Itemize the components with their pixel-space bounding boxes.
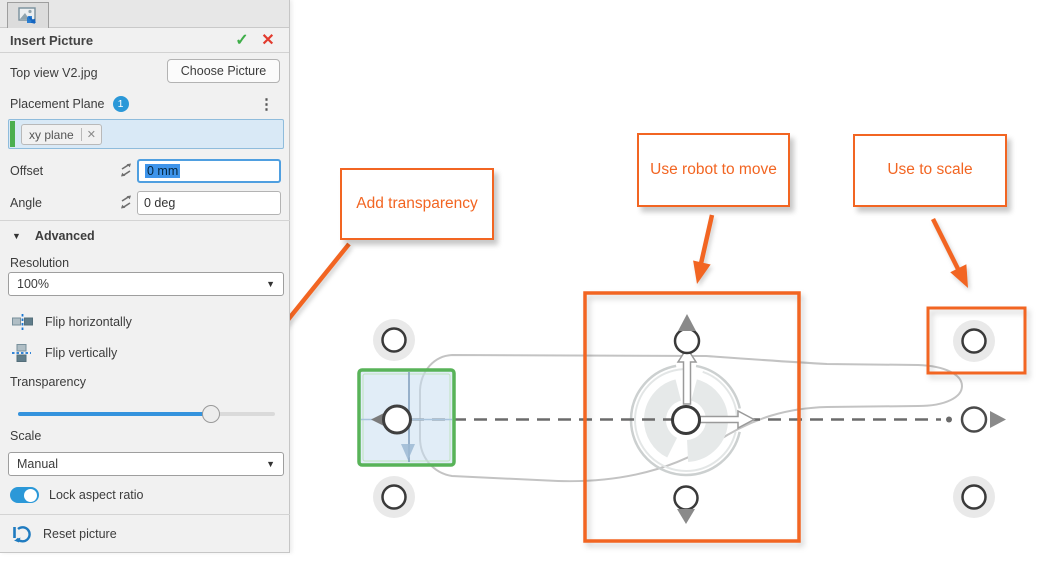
scale-label: Scale bbox=[10, 429, 42, 443]
flip-vertical-icon bbox=[12, 344, 31, 362]
robot-right-arrow[interactable] bbox=[699, 409, 756, 430]
divider bbox=[0, 220, 290, 221]
resolution-value: 100% bbox=[17, 277, 49, 291]
reset-picture-button[interactable]: Reset picture bbox=[12, 522, 117, 546]
caret-down-icon: ▼ bbox=[266, 279, 275, 289]
file-row: Top view V2.jpg Choose Picture bbox=[0, 58, 289, 88]
note-use-robot: Use robot to move bbox=[637, 133, 790, 207]
flip-horizontal-icon bbox=[12, 314, 33, 330]
toggle-knob bbox=[24, 488, 37, 502]
scale-handle-top-right[interactable] bbox=[953, 320, 995, 362]
offset-row: Offset 0 mm bbox=[0, 159, 289, 185]
reset-icon bbox=[13, 525, 31, 542]
lock-aspect-ratio-toggle[interactable] bbox=[10, 487, 39, 503]
feature-tab-strip bbox=[0, 0, 289, 28]
note-use-to-scale-text: Use to scale bbox=[887, 161, 973, 179]
slider-thumb[interactable] bbox=[201, 405, 220, 423]
scale-dropdown[interactable]: Manual ▼ bbox=[8, 452, 284, 476]
placement-plane-label: Placement Plane bbox=[10, 97, 105, 111]
scale-arrow bbox=[930, 217, 963, 275]
choose-picture-button[interactable]: Choose Picture bbox=[167, 59, 280, 83]
choose-picture-label: Choose Picture bbox=[180, 64, 267, 78]
scale-highlight-rect bbox=[926, 306, 1027, 375]
scale-value: Manual bbox=[17, 457, 58, 471]
flip-horizontal-button[interactable]: Flip horizontally bbox=[12, 312, 132, 332]
angle-input[interactable]: 0 deg bbox=[137, 191, 281, 215]
offset-label: Offset bbox=[10, 164, 44, 178]
reset-picture-label: Reset picture bbox=[43, 527, 117, 541]
robot-top-circle[interactable] bbox=[673, 327, 701, 355]
blue-down-arrow bbox=[401, 444, 415, 460]
placement-plane-row: Placement Plane 1 ⋮ bbox=[10, 94, 280, 114]
insert-picture-tab[interactable] bbox=[7, 2, 49, 28]
dialog-title: Insert Picture bbox=[10, 32, 94, 48]
selection-green-bar bbox=[10, 121, 15, 147]
flip-direction-icon[interactable] bbox=[118, 162, 134, 181]
move-robot-manipulator[interactable] bbox=[671, 314, 756, 524]
insert-picture-panel: Insert Picture ✓ ✕ Top view V2.jpg Choos… bbox=[0, 0, 290, 553]
note-add-transparency-text: Add transparency bbox=[356, 194, 478, 212]
note-use-to-scale: Use to scale bbox=[853, 134, 1007, 207]
flip-direction-icon[interactable] bbox=[118, 194, 134, 213]
transparency-fill bbox=[18, 412, 211, 416]
kebab-menu-icon[interactable]: ⋮ bbox=[259, 96, 274, 113]
transparency-label: Transparency bbox=[10, 375, 86, 389]
divider bbox=[0, 514, 290, 515]
picture-origin-handle[interactable] bbox=[371, 404, 412, 435]
chevron-down-icon: ▼ bbox=[12, 231, 21, 241]
lock-aspect-ratio-row: Lock aspect ratio bbox=[10, 486, 144, 504]
note-use-robot-text: Use robot to move bbox=[650, 160, 777, 178]
lock-aspect-ratio-label: Lock aspect ratio bbox=[49, 488, 144, 502]
flip-horizontal-label: Flip horizontally bbox=[45, 315, 132, 329]
angle-label: Angle bbox=[10, 196, 42, 210]
caret-down-icon: ▼ bbox=[266, 459, 275, 469]
advanced-section-header[interactable]: ▼ Advanced bbox=[12, 229, 95, 243]
robot-bottom-circle[interactable] bbox=[673, 485, 699, 511]
robot-top-triangle bbox=[678, 314, 696, 331]
angle-value: 0 deg bbox=[144, 196, 176, 210]
cancel-button[interactable]: ✕ bbox=[261, 32, 275, 49]
flip-vertical-button[interactable]: Flip vertically bbox=[12, 343, 117, 363]
robot-center-handle[interactable] bbox=[671, 405, 701, 435]
scale-handle-top-left[interactable] bbox=[373, 319, 415, 361]
flip-vertical-label: Flip vertically bbox=[45, 346, 118, 360]
offset-input[interactable]: 0 mm bbox=[137, 159, 281, 183]
selection-count-badge: 1 bbox=[112, 96, 129, 112]
chip-remove-icon[interactable]: ✕ bbox=[80, 128, 101, 141]
file-name: Top view V2.jpg bbox=[10, 66, 98, 80]
scale-handle-bottom-left[interactable] bbox=[373, 476, 415, 518]
robot-highlight-rect bbox=[583, 291, 801, 543]
line-end-dot bbox=[946, 416, 952, 423]
resolution-label: Resolution bbox=[10, 256, 70, 270]
line-end-handle[interactable] bbox=[960, 406, 1006, 433]
advanced-label: Advanced bbox=[34, 229, 95, 243]
robot-arrow bbox=[697, 214, 715, 269]
scale-handle-bottom-right[interactable] bbox=[953, 476, 995, 518]
confirm-button[interactable]: ✓ bbox=[235, 32, 249, 49]
plane-chip-label: xy plane bbox=[29, 127, 74, 142]
insert-picture-icon bbox=[18, 6, 36, 24]
robot-up-arrow[interactable] bbox=[676, 346, 698, 405]
plane-chip[interactable]: xy plane ✕ bbox=[21, 124, 102, 145]
angle-row: Angle 0 deg bbox=[0, 191, 289, 217]
plane-selection-field[interactable]: xy plane ✕ bbox=[8, 119, 284, 149]
offset-value: 0 mm bbox=[145, 164, 181, 178]
robot-bottom-triangle bbox=[677, 509, 695, 524]
transparency-slider[interactable] bbox=[18, 405, 275, 423]
dialog-header: Insert Picture ✓ ✕ bbox=[0, 28, 289, 53]
resolution-dropdown[interactable]: 100% ▼ bbox=[8, 272, 284, 296]
note-add-transparency: Add transparency bbox=[340, 168, 494, 240]
